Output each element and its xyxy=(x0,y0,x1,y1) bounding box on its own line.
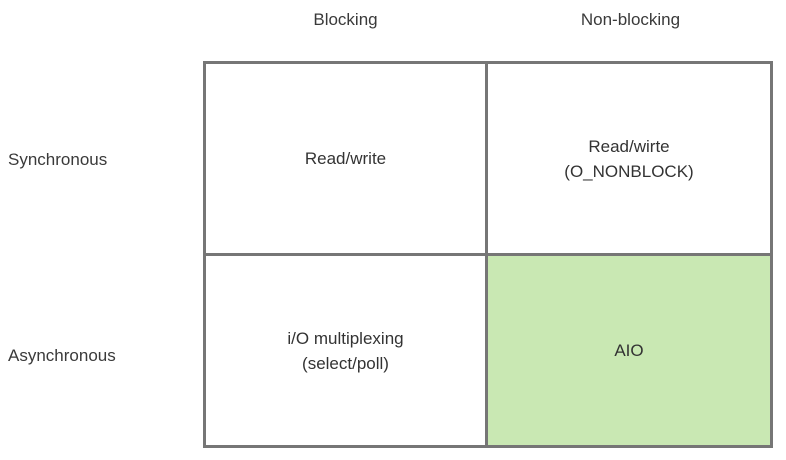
matrix-divider-horizontal xyxy=(203,253,773,256)
cell-label-asynchronous-non-blocking: AIO xyxy=(614,341,644,360)
cell-label-asynchronous-blocking: i/O multiplexing (select/poll) xyxy=(287,328,404,373)
row-header-asynchronous: Asynchronous xyxy=(8,346,116,365)
cell-asynchronous-blocking: i/O multiplexing (select/poll) xyxy=(206,256,485,445)
column-header-blocking: Blocking xyxy=(313,10,378,29)
matrix-border-bottom xyxy=(203,445,773,448)
matrix-grid: Read/write Read/wirte (O_NONBLOCK) i/O m… xyxy=(203,61,773,448)
cell-synchronous-non-blocking: Read/wirte (O_NONBLOCK) xyxy=(488,64,770,253)
matrix-border-top xyxy=(203,61,773,64)
column-header-non-blocking: Non-blocking xyxy=(580,10,681,29)
matrix-divider-vertical xyxy=(485,61,488,448)
cell-label-synchronous-non-blocking: Read/wirte (O_NONBLOCK) xyxy=(564,136,694,181)
cell-synchronous-blocking: Read/write xyxy=(206,64,485,253)
cell-asynchronous-non-blocking-highlighted: AIO xyxy=(488,256,770,445)
row-header-synchronous: Synchronous xyxy=(8,150,108,169)
cell-label-synchronous-blocking: Read/write xyxy=(304,149,387,168)
